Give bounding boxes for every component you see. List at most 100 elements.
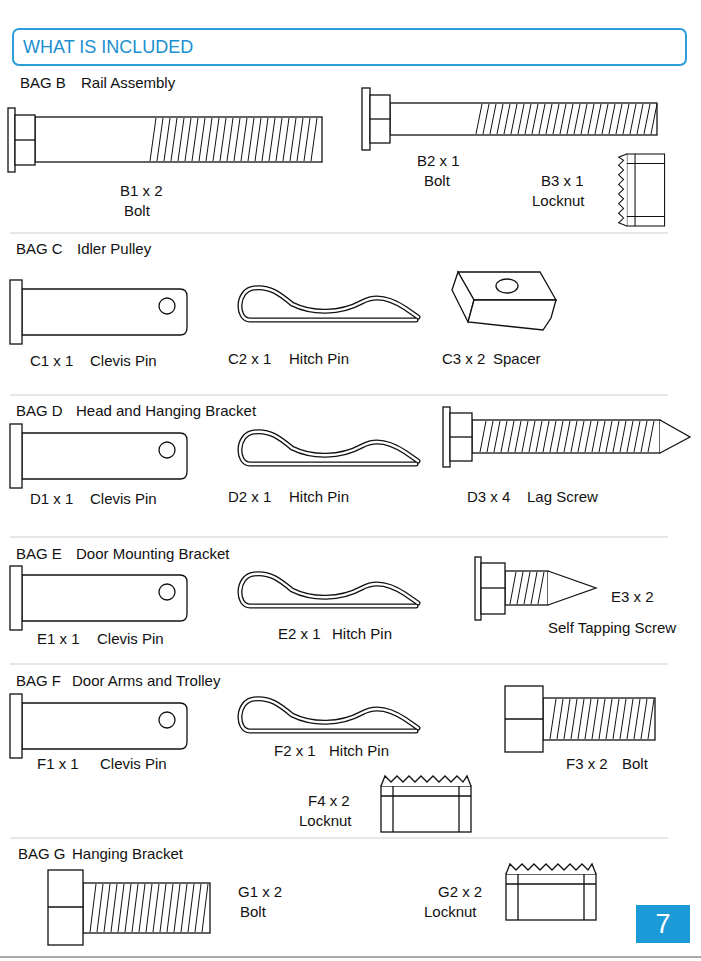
thread-line bbox=[297, 118, 303, 161]
thread-line bbox=[480, 421, 486, 452]
part-label: BAG E bbox=[16, 545, 62, 563]
thread-line bbox=[181, 884, 187, 932]
part-label: E2 x 1 bbox=[278, 625, 321, 643]
part-label: Bolt bbox=[240, 903, 266, 921]
thread-line bbox=[213, 118, 219, 161]
thread-line bbox=[504, 104, 510, 134]
thread-line bbox=[487, 421, 493, 452]
part-label: Bolt bbox=[622, 755, 648, 773]
thread-line bbox=[153, 884, 159, 932]
thread-line bbox=[641, 421, 647, 452]
part-label: Bolt bbox=[124, 202, 150, 220]
part-label: C2 x 1 bbox=[228, 350, 271, 368]
thread-line bbox=[157, 118, 163, 161]
thread-line bbox=[532, 104, 538, 134]
thread-line bbox=[476, 104, 482, 134]
thread-line bbox=[524, 572, 530, 604]
part-label: BAG D bbox=[16, 402, 63, 420]
thread-line bbox=[525, 104, 531, 134]
thread-line bbox=[517, 572, 523, 604]
node-text: WHAT IS INCLUDED bbox=[14, 30, 685, 64]
thread-line bbox=[531, 572, 537, 604]
thread-line bbox=[613, 421, 619, 452]
thread-line bbox=[283, 118, 289, 161]
part-label: C3 x 2 bbox=[442, 350, 485, 368]
thread-line bbox=[634, 421, 640, 452]
part-label: F1 x 1 bbox=[37, 755, 79, 773]
thread-line bbox=[511, 104, 517, 134]
thread-line bbox=[199, 118, 205, 161]
thread-line bbox=[269, 118, 275, 161]
thread-line bbox=[609, 104, 615, 134]
thread-line bbox=[606, 421, 612, 452]
thread-line bbox=[90, 884, 96, 932]
part-label: G2 x 2 bbox=[438, 883, 482, 901]
part-label: C1 x 1 bbox=[30, 352, 73, 370]
part-label: Door Arms and Trolley bbox=[72, 672, 220, 690]
part-label: Head and Hanging Bracket bbox=[76, 402, 256, 420]
thread-line bbox=[125, 884, 131, 932]
thread-line bbox=[585, 699, 591, 739]
thread-line bbox=[518, 104, 524, 134]
part-label: B2 x 1 bbox=[417, 152, 460, 170]
thread-line bbox=[651, 104, 657, 134]
part-label: B1 x 2 bbox=[120, 182, 163, 200]
thread-line bbox=[571, 699, 577, 739]
part-label: BAG B bbox=[20, 74, 66, 92]
thread-line bbox=[206, 118, 212, 161]
thread-line bbox=[188, 884, 194, 932]
thread-line bbox=[620, 421, 626, 452]
part-label: F4 x 2 bbox=[308, 792, 350, 810]
thread-line bbox=[616, 104, 622, 134]
thread-line bbox=[536, 421, 542, 452]
part-label: Clevis Pin bbox=[90, 352, 157, 370]
thread-line bbox=[578, 421, 584, 452]
part-label: Hitch Pin bbox=[289, 488, 349, 506]
thread-line bbox=[550, 421, 556, 452]
part-label: B3 x 1 bbox=[541, 172, 584, 190]
thread-line bbox=[564, 421, 570, 452]
part-label: BAG C bbox=[16, 240, 63, 258]
thread-line bbox=[644, 104, 650, 134]
thread-line bbox=[202, 884, 208, 932]
thread-line bbox=[171, 118, 177, 161]
thread-line bbox=[648, 699, 654, 739]
thread-line bbox=[564, 699, 570, 739]
thread-line bbox=[627, 699, 633, 739]
part-label: F3 x 2 bbox=[566, 755, 608, 773]
part-label: D2 x 1 bbox=[228, 488, 271, 506]
thread-line bbox=[483, 104, 489, 134]
thread-line bbox=[192, 118, 198, 161]
part-label: Hitch Pin bbox=[329, 742, 389, 760]
thread-line bbox=[234, 118, 240, 161]
part-label: F2 x 1 bbox=[274, 742, 316, 760]
part-label: Hitch Pin bbox=[332, 625, 392, 643]
thread-line bbox=[522, 421, 528, 452]
part-label: Clevis Pin bbox=[100, 755, 167, 773]
thread-line bbox=[311, 118, 317, 161]
thread-line bbox=[164, 118, 170, 161]
thread-line bbox=[174, 884, 180, 932]
thread-line bbox=[490, 104, 496, 134]
thread-line bbox=[146, 884, 152, 932]
thread-line bbox=[578, 699, 584, 739]
thread-line bbox=[550, 699, 556, 739]
thread-line bbox=[97, 884, 103, 932]
thread-line bbox=[510, 572, 516, 604]
thread-line bbox=[118, 884, 124, 932]
part-label: D3 x 4 bbox=[467, 488, 510, 506]
thread-line bbox=[167, 884, 173, 932]
thread-line bbox=[641, 699, 647, 739]
thread-line bbox=[553, 104, 559, 134]
thread-line bbox=[546, 104, 552, 134]
thread-line bbox=[623, 104, 629, 134]
thread-line bbox=[508, 421, 514, 452]
thread-line bbox=[557, 699, 563, 739]
thread-line bbox=[255, 118, 261, 161]
part-label: E3 x 2 bbox=[611, 588, 654, 606]
thread-line bbox=[276, 118, 282, 161]
thread-line bbox=[581, 104, 587, 134]
part-label: BAG F bbox=[16, 672, 61, 690]
part-label: Rail Assembly bbox=[81, 74, 175, 92]
thread-line bbox=[560, 104, 566, 134]
